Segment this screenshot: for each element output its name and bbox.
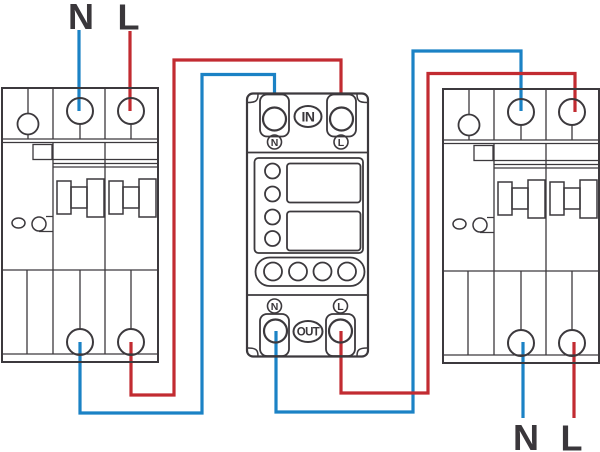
out-terminal-label-n: N xyxy=(271,301,279,313)
breaker-bottom-dividers xyxy=(26,270,106,354)
test-button xyxy=(16,112,40,136)
load-neutral-label: N xyxy=(513,417,539,452)
in-terminal-label-n: N xyxy=(271,137,279,149)
meter-display-lower xyxy=(286,210,362,252)
in-terminal-badge-l xyxy=(333,134,349,150)
breaker-bottom-terminal-stems xyxy=(79,270,132,330)
breaker-bottom-terminal-l xyxy=(117,328,145,356)
breaker-latch xyxy=(32,143,53,161)
out-terminal-label-l: L xyxy=(337,301,344,313)
meter-in-terminal-n xyxy=(261,106,288,132)
out-port-label: OUT xyxy=(297,327,320,339)
meter-corner-notches xyxy=(247,94,368,357)
trip-coil-links xyxy=(39,215,53,233)
in-terminal-label-l: L xyxy=(338,137,345,149)
meter-out-terminal-n xyxy=(262,318,289,344)
supply-neutral-label: N xyxy=(68,0,94,37)
supply-live-label: L xyxy=(118,0,140,38)
meter-led-4 xyxy=(264,230,281,247)
meter-in-terminal-l xyxy=(328,106,355,132)
in-terminal-badge-n xyxy=(266,134,283,150)
meter-button-3 xyxy=(312,261,333,282)
energy-meter: IN N L N L xyxy=(245,92,370,358)
pole2-link xyxy=(122,186,140,209)
trip-coil xyxy=(31,216,47,232)
trip-indicator-oval xyxy=(11,217,26,229)
pole1-link xyxy=(70,186,88,209)
breaker-mid-dividers xyxy=(52,142,106,270)
out-port-badge xyxy=(292,320,324,343)
meter-led-3 xyxy=(264,208,281,226)
meter-button-1 xyxy=(263,261,283,282)
breaker-top-dividers xyxy=(52,88,106,139)
live-wires xyxy=(128,31,577,418)
meter-button-bar xyxy=(254,256,366,287)
circuit-breaker-left xyxy=(1,87,159,363)
out-terminal-badge-l xyxy=(332,298,349,314)
pole1-contact-b xyxy=(86,178,105,218)
meter-in-clamp-n xyxy=(259,93,290,138)
load-live-label: L xyxy=(561,418,583,452)
meter-led-2 xyxy=(264,185,281,203)
breaker-bottom-terminal-n xyxy=(66,328,94,356)
pole1-contact-a xyxy=(56,180,72,215)
pole2-contact-a xyxy=(108,180,124,215)
meter-button-4 xyxy=(337,261,357,282)
meter-led-1 xyxy=(264,162,281,180)
in-port-badge xyxy=(293,105,323,128)
breaker-body xyxy=(1,87,159,363)
wire-labels: N L N L xyxy=(68,0,583,452)
breaker-section-lines xyxy=(2,138,158,168)
meter-in-clamp-l xyxy=(326,93,357,138)
meter-display-upper xyxy=(286,162,362,204)
in-port-label: IN xyxy=(302,109,315,125)
neutral-wire-breaker-to-meter-in xyxy=(78,72,277,415)
live-wire-breaker-to-meter-in xyxy=(129,58,343,397)
breaker-top-terminal-stems xyxy=(79,124,132,139)
meter-out-clamp-n xyxy=(259,313,290,357)
neutral-wire-meter-out-to-breaker xyxy=(274,49,523,414)
linework: IN N L N L xyxy=(1,87,600,364)
pole2-contact-b xyxy=(138,178,157,218)
meter-out-clamp-l xyxy=(325,313,356,357)
out-terminal-badge-n xyxy=(266,298,283,314)
meter-panel xyxy=(253,157,364,254)
circuit-breaker-right xyxy=(442,88,600,364)
live-wire-meter-out-to-breaker xyxy=(339,71,577,395)
meter-body xyxy=(245,92,370,358)
meter-out-terminal-l xyxy=(327,318,354,344)
meter-button-2 xyxy=(288,261,308,282)
